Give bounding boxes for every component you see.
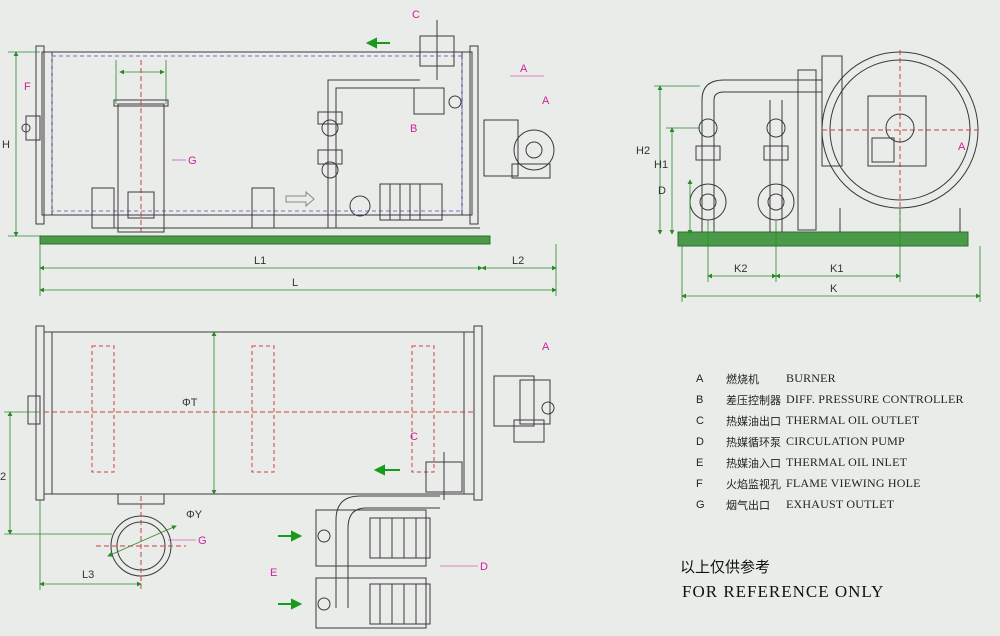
front-elevation-dimensions (8, 51, 557, 296)
plan-view-dimensions (4, 331, 217, 590)
pump-1-side (689, 183, 727, 221)
burner-plan (493, 375, 535, 427)
legend-row: E 热媒油入口 THERMAL OIL INLET (696, 452, 964, 473)
tag-C-plan: C (410, 431, 418, 443)
legend-en: DIFF. PRESSURE CONTROLLER (786, 392, 964, 406)
tag-G-front: G (188, 155, 197, 167)
legend-zh: 燃烧机 (726, 372, 759, 386)
side-elevation-view (677, 50, 979, 247)
dim-H1: H1 (654, 159, 668, 171)
legend-key: E (696, 456, 704, 469)
pump-motor (379, 183, 443, 221)
legend-en: THERMAL OIL OUTLET (786, 413, 920, 427)
tag-F-front: F (24, 81, 31, 93)
inlet-arrow-outline (285, 190, 315, 208)
legend-en: THERMAL OIL INLET (786, 455, 908, 469)
plan-view (27, 325, 555, 629)
dim-L: L (292, 277, 298, 289)
flow-arrows-plan (278, 464, 400, 610)
dim-L1: L1 (254, 255, 266, 267)
dim-H2: H2 (636, 145, 650, 157)
tag-A-side: A (958, 141, 966, 153)
front-elevation-view (21, 20, 555, 245)
legend: A 燃烧机 BURNER B 差压控制器 DIFF. PRESSURE CONTROLLE… (696, 368, 964, 515)
dim-L2: L2 (512, 255, 524, 267)
boiler-shell-plan (43, 331, 475, 495)
reference-note-en: FOR REFERENCE ONLY (682, 582, 885, 601)
tag-A-plan: A (542, 341, 550, 353)
legend-row: B 差压控制器 DIFF. PRESSURE CONTROLLER (696, 389, 964, 410)
legend-key: D (696, 435, 704, 448)
reference-note-zh: 以上仅供参考 (680, 558, 771, 576)
boiler-shell (41, 51, 473, 216)
base-skid (39, 235, 491, 245)
burner-unit (483, 119, 519, 177)
flow-arrows-front (365, 37, 390, 49)
dim-K2: K2 (734, 263, 747, 275)
dim-two: 2 (0, 471, 6, 483)
legend-en: CIRCULATION PUMP (786, 434, 905, 448)
legend-row: G 烟气出口 EXHAUST OUTLET (696, 494, 964, 515)
side-base-skid (677, 231, 969, 247)
tag-D-plan: D (480, 561, 488, 573)
legend-zh: 热媒油出口 (726, 414, 781, 428)
legend-row: A 燃烧机 BURNER (696, 368, 964, 389)
legend-key: B (696, 393, 704, 406)
dim-H: H (2, 139, 10, 151)
legend-row: C 热媒油出口 THERMAL OIL OUTLET (696, 410, 964, 431)
legend-en: FLAME VIEWING HOLE (786, 476, 921, 490)
tag-A-box-front: A (520, 63, 528, 75)
dim-K: K (830, 283, 838, 295)
pump-2-plan (315, 577, 427, 629)
tag-C-front: C (412, 9, 420, 21)
legend-zh: 火焰监视孔 (726, 477, 781, 491)
legend-zh: 热媒油入口 (726, 456, 781, 470)
dim-K1: K1 (830, 263, 843, 275)
legend-row: F 火焰监视孔 FLAME VIEWING HOLE (696, 473, 964, 494)
tag-G-plan: G (198, 535, 207, 547)
dim-phiT: ΦT (182, 397, 198, 409)
legend-key: F (696, 477, 703, 490)
tag-A-front: A (542, 95, 550, 107)
legend-key: C (696, 414, 704, 427)
dim-D: D (658, 185, 666, 197)
side-elevation-dimensions (654, 85, 981, 302)
legend-row: D 热媒循环泵 CIRCULATION PUMP (696, 431, 964, 452)
tag-B-front: B (410, 123, 417, 135)
legend-zh: 差压控制器 (726, 393, 781, 407)
legend-zh: 烟气出口 (726, 498, 770, 512)
dim-L3: L3 (82, 569, 94, 581)
legend-zh: 热媒循环泵 (726, 435, 781, 449)
legend-en: EXHAUST OUTLET (786, 497, 895, 511)
tag-E-plan: E (270, 567, 277, 579)
legend-key: G (696, 498, 705, 511)
legend-en: BURNER (786, 371, 836, 385)
pump-1-plan (315, 509, 427, 567)
pump-2-side (757, 183, 795, 221)
dim-phiY: ΦY (186, 509, 203, 521)
legend-key: A (696, 372, 704, 385)
